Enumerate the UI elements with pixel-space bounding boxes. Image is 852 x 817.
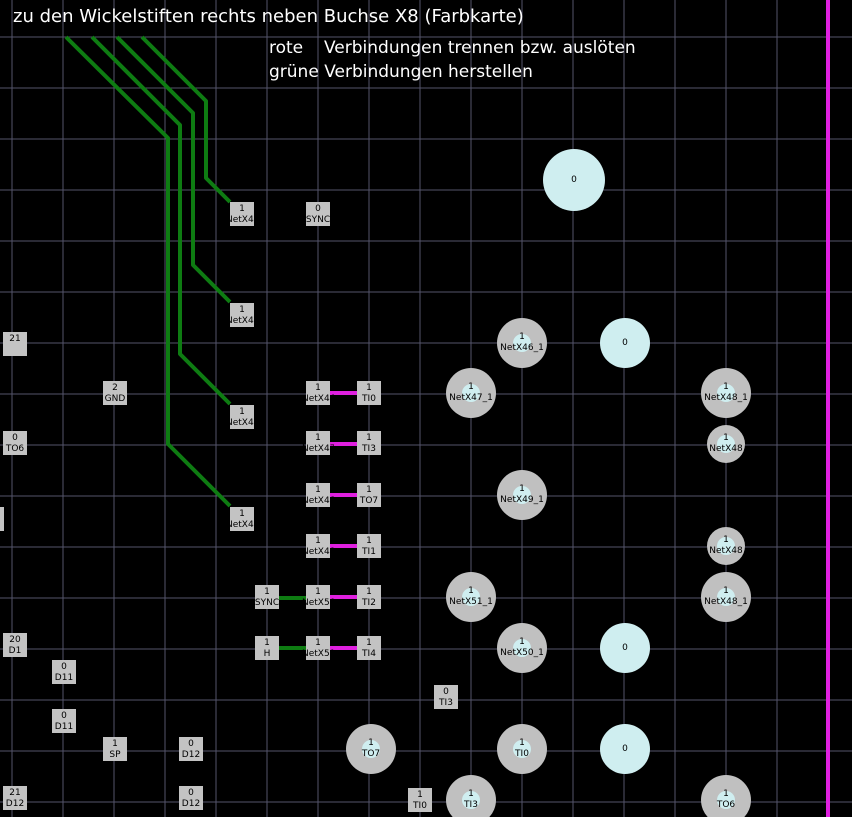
pad-p-d11-b bbox=[52, 709, 76, 733]
pad-p-d12-b bbox=[179, 786, 203, 810]
pad-p-ti4 bbox=[357, 636, 381, 660]
pad-p-d12-left bbox=[3, 786, 27, 810]
pad-p-sync-top bbox=[306, 202, 330, 226]
pad-p-x48-a bbox=[230, 405, 254, 429]
round-pad-hole bbox=[462, 791, 480, 809]
pad-p-d11-a bbox=[52, 660, 76, 684]
round-pad-hole bbox=[462, 384, 480, 402]
edge-pad bbox=[0, 507, 4, 531]
green-trace bbox=[64, 35, 232, 508]
pad-p-x49-b bbox=[306, 534, 330, 558]
pad-p-ti3-a bbox=[357, 431, 381, 455]
pad-p-d12-a bbox=[179, 737, 203, 761]
pad-p-to6-left bbox=[3, 431, 27, 455]
pad-p-20 bbox=[3, 633, 27, 657]
pad-p-21 bbox=[3, 332, 27, 356]
round-pad-hole bbox=[513, 639, 531, 657]
pad-p-h bbox=[255, 636, 279, 660]
via-v-2 bbox=[600, 623, 650, 673]
round-pad-hole bbox=[462, 588, 480, 606]
green-trace bbox=[115, 35, 232, 304]
pad-p-gnd bbox=[103, 381, 127, 405]
pad-p-x51 bbox=[306, 636, 330, 660]
green-trace bbox=[140, 35, 232, 204]
legend-red-text: Verbindungen trennen bzw. auslöten bbox=[324, 38, 636, 58]
pad-p-x47-a bbox=[230, 303, 254, 327]
pad-p-sp bbox=[103, 737, 127, 761]
pad-p-x50 bbox=[306, 585, 330, 609]
via-v-1 bbox=[600, 318, 650, 368]
pad-p-ti0-b bbox=[408, 788, 432, 812]
pad-p-to7-a bbox=[357, 483, 381, 507]
round-pad-hole bbox=[717, 435, 735, 453]
pad-p-x48-b bbox=[306, 483, 330, 507]
round-pad-hole bbox=[717, 588, 735, 606]
legend-green-text: grüne Verbindungen herstellen bbox=[269, 62, 533, 82]
via-v-big bbox=[543, 149, 605, 211]
pad-p-x46-a bbox=[230, 202, 254, 226]
green-trace bbox=[90, 35, 232, 406]
smd-pads bbox=[0, 202, 458, 812]
pad-p-x46-b bbox=[306, 381, 330, 405]
page-title: zu den Wickelstiften rechts neben Buchse… bbox=[13, 6, 524, 27]
pad-p-sync-b bbox=[255, 585, 279, 609]
via-v-3 bbox=[600, 724, 650, 774]
round-pad-hole bbox=[513, 334, 531, 352]
round-pad-hole bbox=[513, 740, 531, 758]
round-pads bbox=[346, 149, 751, 817]
pad-p-ti2 bbox=[357, 585, 381, 609]
round-pad-hole bbox=[717, 791, 735, 809]
legend-red-word: rote bbox=[269, 38, 304, 58]
pad-p-x49-a bbox=[230, 507, 254, 531]
pad-p-ti3-b bbox=[434, 685, 458, 709]
pad-p-ti1 bbox=[357, 534, 381, 558]
pad-p-ti0-a bbox=[357, 381, 381, 405]
round-pad-hole bbox=[362, 740, 380, 758]
round-pad-hole bbox=[717, 384, 735, 402]
round-pad-hole bbox=[717, 537, 735, 555]
pad-p-x47-b bbox=[306, 431, 330, 455]
round-pad-hole bbox=[513, 486, 531, 504]
